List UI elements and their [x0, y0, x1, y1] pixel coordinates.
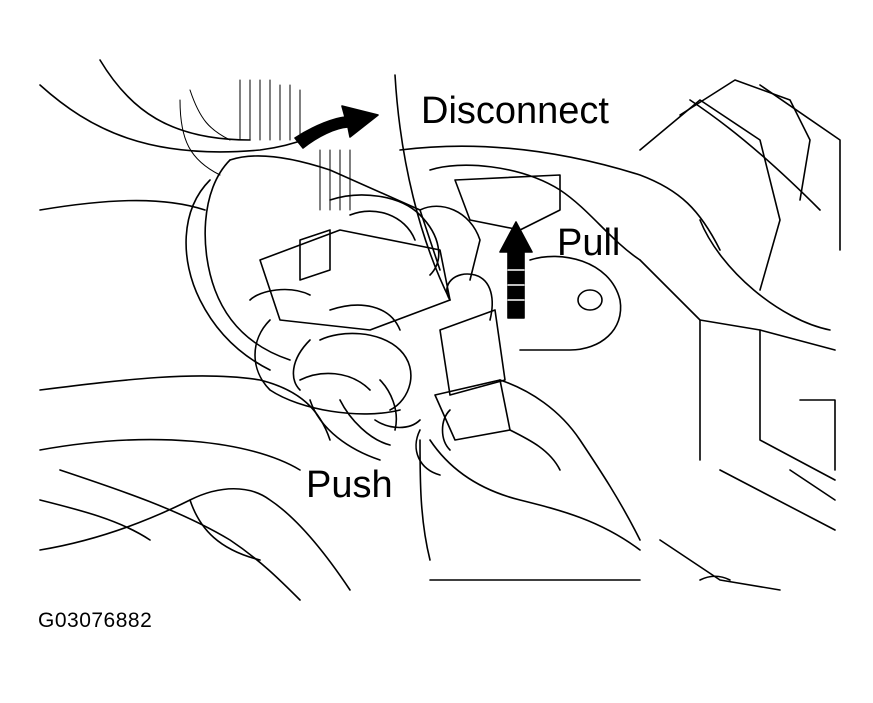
- hatched-shaft: [179, 79, 351, 211]
- pull-label: Pull: [557, 222, 621, 264]
- pull-arrow: [499, 221, 533, 319]
- connector-body: [185, 155, 481, 461]
- lower-structure: [39, 469, 731, 601]
- background-structure: [39, 59, 841, 591]
- left-hand: [39, 194, 440, 471]
- push-label: Push: [306, 464, 393, 506]
- right-hand: [374, 273, 641, 561]
- disconnect-label: Disconnect: [421, 90, 609, 132]
- figure-id: G03076882: [38, 609, 153, 632]
- disconnect-arrow: [294, 105, 379, 149]
